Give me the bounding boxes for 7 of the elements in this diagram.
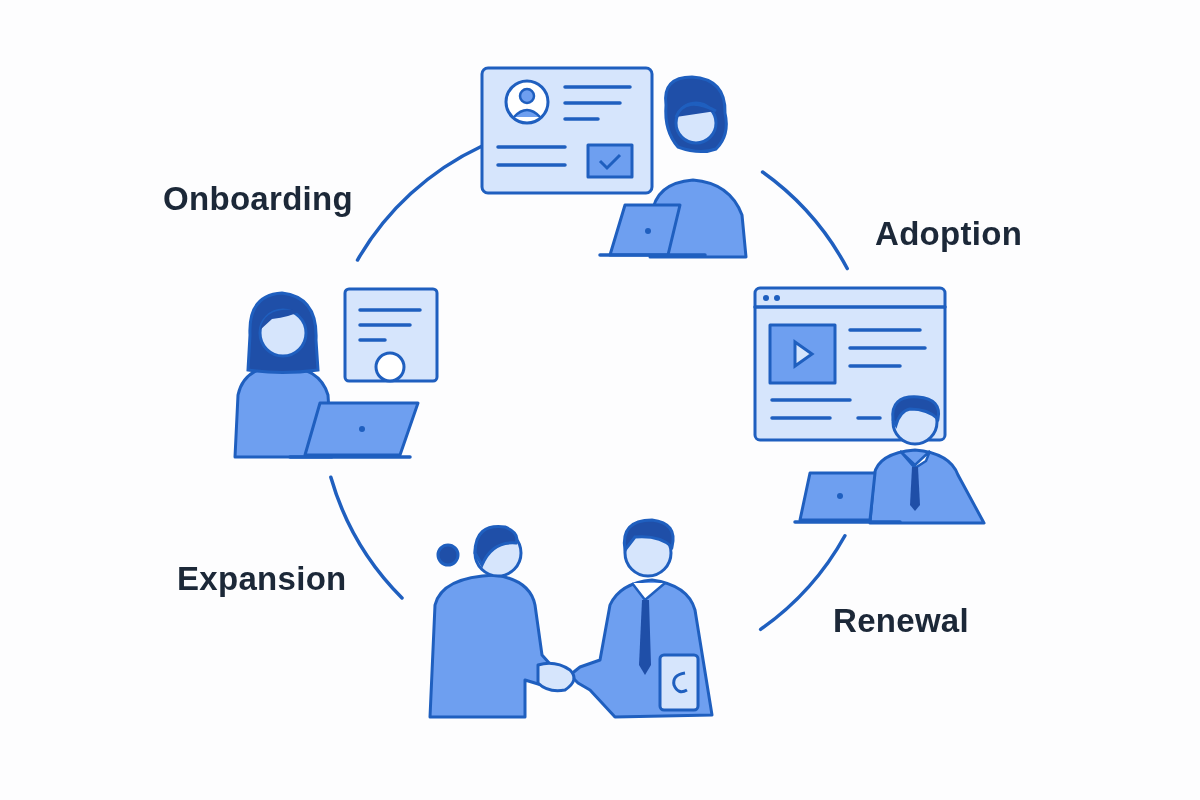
stage-label: Expansion bbox=[177, 560, 347, 598]
cycle-arc bbox=[329, 475, 404, 600]
cycle-arc bbox=[760, 170, 849, 271]
stage-label: Adoption bbox=[875, 215, 1023, 253]
cycle-arc bbox=[758, 534, 847, 632]
stage-label: Onboarding bbox=[163, 180, 353, 218]
stage-label: Renewal bbox=[833, 602, 969, 640]
